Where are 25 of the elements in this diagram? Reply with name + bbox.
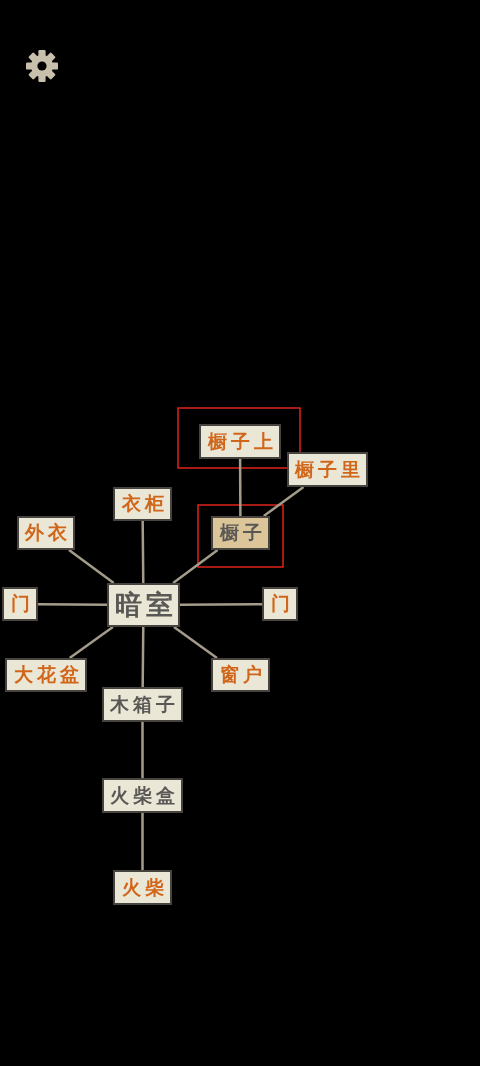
item-box: 窗户 — [211, 658, 270, 692]
item-box: 火柴 — [113, 870, 172, 905]
connector-line — [141, 521, 145, 583]
connector-line — [68, 626, 114, 659]
connector-line — [141, 627, 145, 687]
item-box: 橱子 — [211, 516, 270, 550]
item-box: 橱子里 — [287, 452, 368, 487]
connector-line — [141, 813, 144, 870]
item-box: 木箱子 — [102, 687, 183, 722]
connector-line — [141, 722, 144, 778]
connector-line — [173, 626, 218, 659]
connector-line — [180, 602, 262, 606]
connector-line — [263, 486, 305, 517]
item-box: 门 — [262, 587, 298, 621]
item-box: 门 — [2, 587, 38, 621]
item-box: 大花盆 — [5, 658, 87, 692]
item-box: 衣柜 — [113, 487, 172, 521]
connector-line — [172, 549, 219, 584]
room-box: 暗室 — [107, 583, 180, 627]
connector-line — [238, 459, 242, 516]
item-box: 橱子上 — [199, 424, 281, 459]
item-box: 外衣 — [17, 516, 75, 550]
connector-line — [68, 549, 115, 584]
connector-line — [38, 602, 107, 606]
item-box: 火柴盒 — [102, 778, 183, 813]
